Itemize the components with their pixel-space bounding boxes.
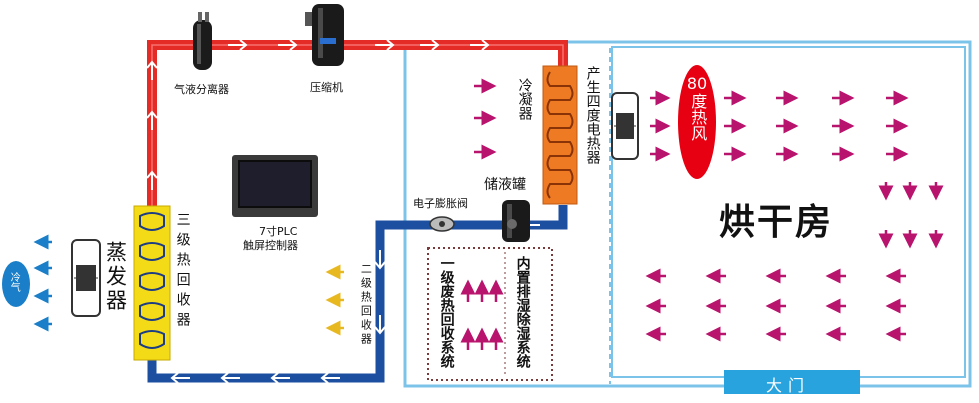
left-fan: [71, 239, 101, 317]
room-title: 烘干房: [719, 202, 834, 243]
hot-air-label: 80 度热风: [683, 74, 711, 142]
cold-air-oval: [2, 261, 30, 307]
hot-air-text: 度热风: [688, 93, 708, 142]
condenser-coil: [542, 65, 578, 205]
intake-arrows: [474, 78, 497, 160]
right-fan: [611, 92, 639, 160]
recovery2-label: 二级热回收器: [359, 263, 375, 347]
dehumid-label: 内置排湿除湿系统: [514, 256, 532, 368]
cold-pipe: [147, 205, 568, 383]
cold-air-text: 冷气: [8, 272, 20, 292]
secondary-recovery-arrows: [325, 264, 344, 336]
hot-air-oval: [678, 65, 716, 179]
compressor-label: 压缩机: [310, 81, 343, 94]
evaporator-text: 蒸发器: [103, 241, 128, 313]
recovery3-label: 三级热回收器: [174, 212, 194, 332]
plc-screen: [232, 155, 318, 217]
dryer-room-outer-border: [403, 40, 972, 388]
cold-air-arrows: [33, 234, 52, 332]
recovery-system-box: [427, 247, 553, 381]
separator-device: [193, 12, 212, 70]
door-label: 大门: [766, 376, 811, 395]
evaporator-label: 蒸发器: [103, 241, 129, 313]
receiver-label: 储液罐: [484, 177, 526, 193]
plc-sub-label: 触屏控制器: [243, 239, 298, 252]
heater-label: 产生四度电热器: [584, 66, 602, 164]
recovery-up-arrows: [460, 279, 504, 350]
evaporator-coil: [133, 205, 171, 361]
recovery3-text: 三级热回收器: [174, 212, 191, 332]
hot-pipe-flow-arrows: [146, 39, 490, 190]
condenser-text: 冷凝器: [516, 78, 533, 120]
dehumid-text: 内置排湿除湿系统: [514, 256, 531, 368]
cold-air-label: 冷气: [8, 272, 24, 292]
recovery1-label: 一级废热回收系统: [438, 256, 456, 368]
receiver-device: [502, 200, 530, 242]
plc-label: 7寸PLC: [259, 225, 298, 238]
expansion-valve-label: 电子膨胀阀: [413, 197, 468, 210]
heater-text: 产生四度电热器: [584, 66, 601, 164]
recovery2-text: 二级热回收器: [359, 263, 373, 347]
expansion-valve-device: [429, 216, 455, 232]
compressor-device: [305, 4, 344, 66]
condenser-label: 冷凝器: [516, 78, 534, 120]
hot-air-number: 80: [686, 74, 708, 93]
hot-air-flow-arrows: [645, 90, 944, 342]
door-bar: [724, 370, 860, 394]
recovery1-text: 一级废热回收系统: [438, 256, 455, 368]
separator-label: 气液分离器: [174, 83, 229, 96]
